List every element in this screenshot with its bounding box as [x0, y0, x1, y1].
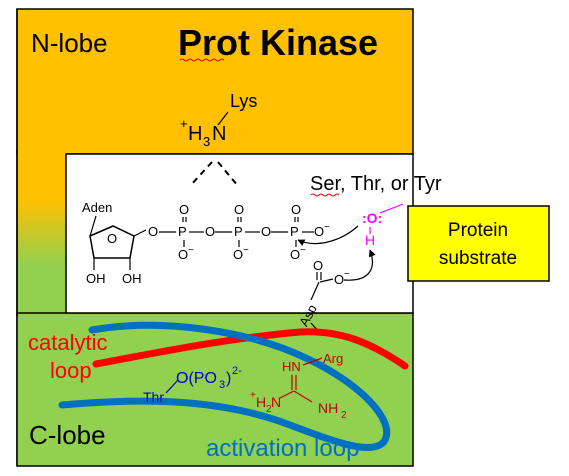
hydroxyl-bond — [379, 203, 404, 214]
aden-label: Aden — [82, 200, 112, 215]
atp-o-bridge-1: O — [205, 224, 215, 239]
p-alpha-o-top: O — [179, 202, 189, 217]
p-alpha-o-minus: O — [178, 247, 188, 262]
lys-plus: + — [180, 116, 188, 131]
c-lobe-label: C-lobe — [29, 420, 106, 450]
atp-o-bridge-2: O — [261, 224, 271, 239]
hydroxyl-o: :O: — [362, 210, 382, 226]
ser-spellcheck-underline — [310, 193, 340, 197]
p-gamma-o-minus: O — [290, 247, 300, 262]
p-gamma-o-right: O — [314, 224, 324, 239]
phospho-label: O(PO — [176, 370, 217, 387]
atp-o-5prime: O — [148, 224, 158, 239]
arg-hn: HN — [282, 359, 301, 374]
lys-n: N — [212, 123, 226, 145]
diagram-title: Prot Kinase — [178, 22, 378, 63]
atp-binding-box — [65, 153, 414, 314]
phospho-close: ) — [226, 370, 231, 387]
thr-label: Thr — [143, 389, 164, 405]
substrate-label-line2: substrate — [439, 248, 517, 269]
arg-h2n-n: N — [271, 394, 281, 410]
arg-nh2: NH — [318, 400, 338, 416]
ribose-ch2-bond — [133, 229, 147, 237]
phospho-sub: 3 — [219, 379, 225, 391]
ribose-ring-o: O — [107, 231, 117, 246]
asp-minus: − — [344, 269, 350, 280]
aden-bond — [89, 215, 97, 237]
arg-label: Arg — [323, 351, 343, 366]
catalytic-loop-strand — [92, 328, 409, 370]
lobe-gradient-strip — [17, 150, 67, 316]
arg-h2n-sub: 2 — [266, 404, 272, 415]
asp-o-top: O — [313, 258, 323, 273]
p-beta-o-top: O — [234, 202, 244, 217]
title-spellcheck-underline — [179, 58, 225, 62]
lys-dash-right — [217, 161, 239, 187]
asp-o-minus: O — [334, 272, 344, 287]
p-gamma-o-right-minus: − — [324, 222, 330, 233]
lys-bond — [217, 111, 229, 126]
activation-loop-label: activation loop — [206, 435, 359, 462]
ribose-oh-2: OH — [122, 271, 142, 286]
base-arrow — [343, 249, 376, 281]
p-beta-o-minus: O — [233, 247, 243, 262]
lys-h: H — [188, 123, 202, 145]
arg-nh2-sub: 2 — [341, 410, 347, 421]
lys-label: Lys — [230, 91, 257, 111]
n-lobe-region — [16, 8, 414, 155]
protein-substrate-box — [407, 205, 550, 282]
arg-h2n-plus: + — [250, 390, 256, 401]
ser-thr-tyr-label: Ser, Thr, or Tyr — [310, 173, 442, 195]
catalytic-loop-label-line2: loop — [50, 358, 92, 383]
attack-arrow — [297, 225, 359, 247]
lys-sub3: 3 — [203, 134, 210, 149]
hydroxyl-h: H — [365, 232, 375, 248]
phospho-charge: 2- — [232, 365, 242, 377]
ribose-ring — [89, 225, 135, 259]
p-alpha-minus: − — [188, 245, 194, 256]
p-gamma-o-top: O — [291, 202, 301, 217]
n-lobe-label: N-lobe — [31, 28, 108, 58]
arg-h2n-h: H — [256, 394, 266, 410]
p-gamma: P — [290, 224, 299, 239]
ribose-oh-1: OH — [86, 271, 106, 286]
p-beta: P — [234, 224, 243, 239]
activation-loop-strand — [58, 321, 391, 451]
substrate-label-line1: Protein — [448, 220, 508, 241]
catalytic-loop-label-line1: catalytic — [28, 330, 107, 355]
p-gamma-minus: − — [300, 245, 306, 256]
p-beta-minus: − — [243, 245, 249, 256]
p-alpha: P — [178, 224, 187, 239]
lys-dash-left — [189, 161, 213, 187]
